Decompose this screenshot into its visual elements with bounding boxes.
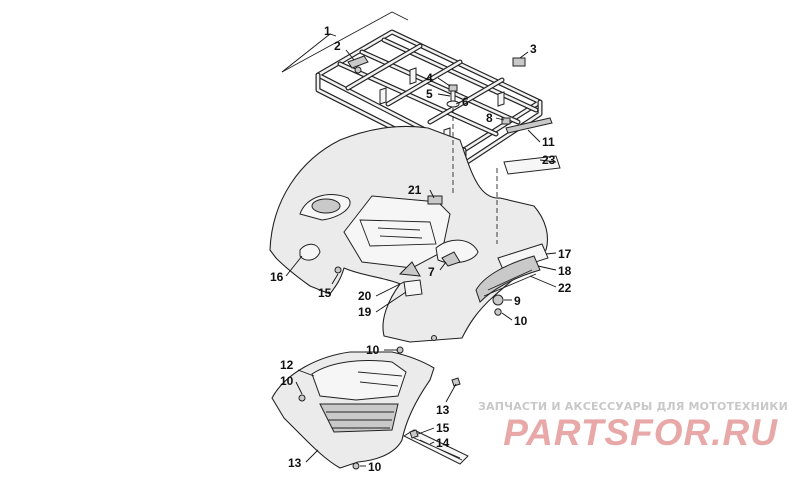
nut-10 [494, 308, 502, 316]
callout-13-right: 13 [436, 403, 450, 417]
callout-17: 17 [558, 247, 572, 261]
callout-6: 6 [462, 95, 469, 109]
rack-hardware [347, 55, 561, 175]
bracket-20 [398, 261, 421, 277]
callout-1: 1 [324, 24, 331, 38]
callout-4: 4 [426, 71, 433, 85]
callout-15-fender: 15 [318, 286, 332, 300]
callout-16: 16 [270, 270, 284, 284]
callout-18: 18 [558, 264, 572, 278]
callout-9: 9 [514, 294, 521, 308]
knob-7 [441, 251, 461, 267]
rear-fender [269, 126, 549, 343]
callout-14: 14 [436, 436, 450, 450]
callouts: 1 2 3 4 5 6 8 11 23 21 7 17 18 22 9 10 1… [270, 24, 572, 474]
decal-21 [427, 195, 443, 205]
footwell [271, 346, 469, 470]
callout-12: 12 [280, 358, 294, 372]
grommet-9 [492, 294, 504, 306]
callout-5: 5 [426, 87, 433, 101]
callout-8: 8 [486, 111, 493, 125]
assembly-lines [452, 108, 498, 244]
rack-strip-11 [505, 117, 553, 134]
callout-19: 19 [358, 305, 372, 319]
mudflap-16 [299, 243, 321, 261]
callout-10-left: 10 [280, 374, 294, 388]
callout-3: 3 [530, 42, 537, 56]
callout-22: 22 [558, 281, 572, 295]
callout-11: 11 [542, 135, 555, 149]
callout-13-left: 13 [288, 456, 302, 470]
bolt-8 [501, 117, 511, 125]
callout-21: 21 [408, 183, 422, 197]
callout-10-fender: 10 [514, 314, 528, 328]
watermark: ЗАПЧАСТИ И АКСЕССУАРЫ ДЛЯ МОТОТЕХНИКИ PA… [478, 400, 788, 453]
watermark-brand: PARTSFOR.RU [503, 412, 778, 453]
callout-10-top: 10 [366, 343, 380, 357]
callout-23: 23 [542, 153, 556, 167]
watermark-tagline: ЗАПЧАСТИ И АКСЕССУАРЫ ДЛЯ МОТОТЕХНИКИ [478, 400, 788, 413]
nut-3 [512, 57, 526, 67]
callout-2: 2 [334, 39, 341, 53]
callout-10-bottom: 10 [368, 460, 382, 474]
washer-6 [446, 100, 460, 108]
callout-15-footwell: 15 [436, 421, 450, 435]
callout-20: 20 [358, 289, 372, 303]
leader-lines [281, 33, 557, 467]
rack-bracket-2 [347, 55, 369, 69]
callout-7: 7 [428, 265, 435, 279]
